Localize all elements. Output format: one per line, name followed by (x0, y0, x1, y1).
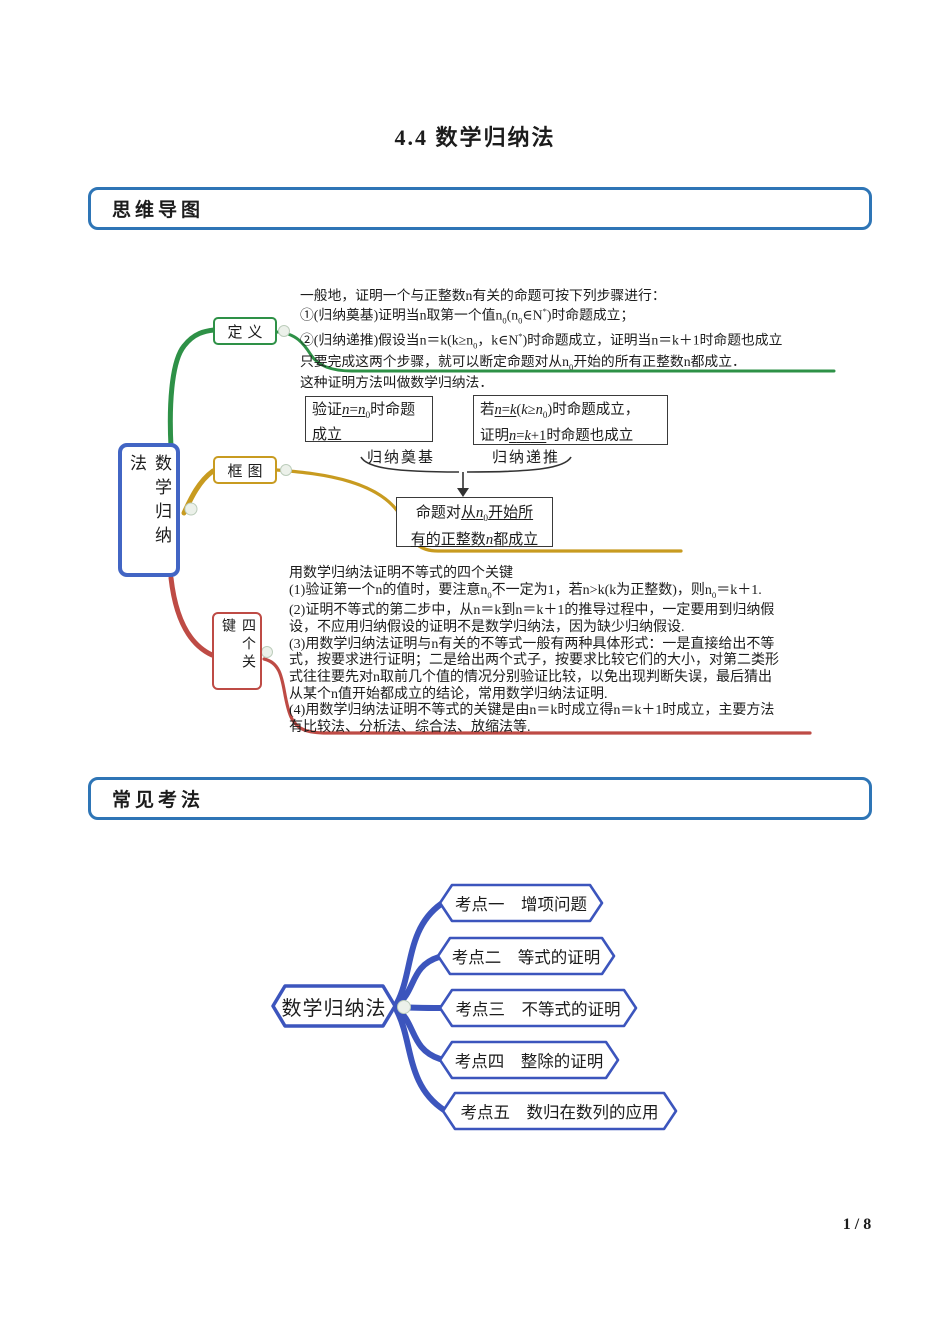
conclusion-line: 有的正整数n都成立 (410, 532, 539, 548)
section-label: 常见考法 (112, 790, 205, 811)
definition-line: 一般地，证明一个与正整数n有关的命题可按下列步骤进行： (300, 288, 666, 303)
exam-topic-node-1: 考点一 增项问题 (455, 895, 587, 914)
four-keys-line: 式，按要求进行证明；二是给出两个式子，按要求比较它们的大小，对第二类形 (289, 653, 779, 669)
exam-root-hexagon (271, 984, 397, 1028)
node-handle-icon (278, 325, 290, 337)
exam-topic-node-2: 考点二 等式的证明 (451, 948, 601, 967)
definition-text-block: 一般地，证明一个与正整数n有关的命题可按下列步骤进行： ①(归纳奠基)证明当n取… (300, 288, 782, 391)
node-handle-icon (280, 464, 292, 476)
four-keys-line: 式往往要先对n取前几个值的情况分别验证比较，以免出现判断失误，最后猜出 (289, 670, 772, 686)
flowchart-conclusion-box: 命题对从n0开始所 有的正整数n都成立 (396, 497, 553, 548)
flowchart-assume-box: 若n=k(k≥n0)时命题成立， 证明n=k+1时命题也成立 (473, 395, 668, 445)
section-header-mindmap: 思维导图 (88, 187, 872, 230)
assume-line: 若n=k(k≥n0)时命题成立， (480, 402, 640, 420)
exam-topic-node-4: 考点四 整除的证明 (454, 1052, 604, 1071)
flowchart-verify-box: 验证n=n0时命题 成立 (305, 396, 433, 443)
branch-node-flowchart: 框图 (213, 456, 277, 484)
brace-left (360, 456, 460, 473)
definition-branch-curve (167, 327, 217, 450)
branch-node-definition: 定义 (213, 317, 277, 345)
root-label: 数学归纳法 (127, 454, 171, 550)
four-keys-line: (1)验证第一个n的值时，要注意n0不一定为1，若n>k(k为正整数)，则n0＝… (289, 582, 762, 600)
topic-hexagon-1 (438, 883, 604, 923)
exam-root-node: 数学归纳法 (281, 997, 387, 1020)
four-keys-underline-curve (262, 657, 812, 735)
node-handle-icon (261, 646, 273, 658)
topic-hexagon-4 (438, 1040, 620, 1080)
four-keys-branch-curve (168, 575, 215, 658)
exam-topic-node-5: 考点五 数归在数列的应用 (460, 1103, 659, 1122)
topic-curve-1 (394, 901, 444, 1006)
section-header-common-methods: 常见考法 (88, 777, 872, 820)
branch-node-four-keys: 四个关键 (212, 612, 262, 690)
topic-hexagon-2 (436, 936, 616, 976)
page-title: 4.4 数学归纳法 (394, 125, 556, 150)
definition-line: ②(归纳递推)假设当n＝k(k≥n0，k∈N*)时命题成立，证明当n＝k＋1时命… (300, 330, 783, 351)
exam-topic-node-3: 考点三 不等式的证明 (455, 1000, 621, 1019)
node-handle-icon (184, 502, 198, 516)
mindmap-root-node: 数学归纳法 (118, 443, 180, 577)
brace-right (466, 456, 572, 473)
four-keys-text-block: 用数学归纳法证明不等式的四个关键 (1)验证第一个n的值时，要注意n0不一定为1… (289, 566, 779, 737)
four-keys-line: 设，不应用归纳假设的证明不是数学归纳法，因为缺少归纳假设. (289, 619, 685, 635)
topic-hexagon-3 (438, 988, 638, 1028)
four-keys-line: (2)证明不等式的第二步中，从n＝k到n＝k＋1的推导过程中，一定要用到归纳假 (289, 603, 775, 619)
four-keys-label: 四个关键 (220, 618, 255, 672)
page-number: 1 / 8 (842, 1216, 872, 1233)
topic-hexagon-5 (441, 1091, 678, 1131)
topic-curve-5 (394, 1008, 447, 1113)
node-handle-icon (397, 1000, 411, 1014)
definition-underline-curve (275, 330, 836, 373)
four-keys-line: 从某个n值开始都成立的结论，常用数学归纳法证明. (289, 686, 608, 702)
definition-line: 只要完成这两个步骤，就可以断定命题对从n0开始的所有正整数n都成立． (300, 353, 746, 372)
four-keys-line: (3)用数学归纳法证明与n有关的不等式一般有两种具体形式：一是直接给出不等 (289, 636, 775, 652)
verify-line: 验证n=n0时命题 (312, 402, 416, 421)
definition-line: ①(归纳奠基)证明当n取第一个值n0(n0∈N*)时命题成立； (300, 305, 635, 326)
flowchart-base-label: 归纳奠基 (367, 450, 436, 466)
section-label: 思维导图 (112, 200, 205, 221)
conclusion-line: 命题对从n0开始所 (415, 505, 534, 524)
four-keys-line: (4)用数学归纳法证明不等式的关键是由n＝k时成立得n＝k＋1时成立，主要方法 (289, 703, 775, 719)
definition-line: 这种证明方法叫做数学归纳法． (300, 375, 494, 391)
four-keys-line: 用数学归纳法证明不等式的四个关键 (289, 566, 513, 581)
verify-line: 成立 (312, 427, 343, 443)
arrow-head-icon (457, 488, 469, 497)
flowchart-recursion-label: 归纳递推 (492, 450, 561, 466)
assume-line: 证明n=k+1时命题也成立 (480, 427, 634, 444)
four-keys-line: 有比较法、分析法、综合法、放缩法等. (289, 720, 531, 736)
